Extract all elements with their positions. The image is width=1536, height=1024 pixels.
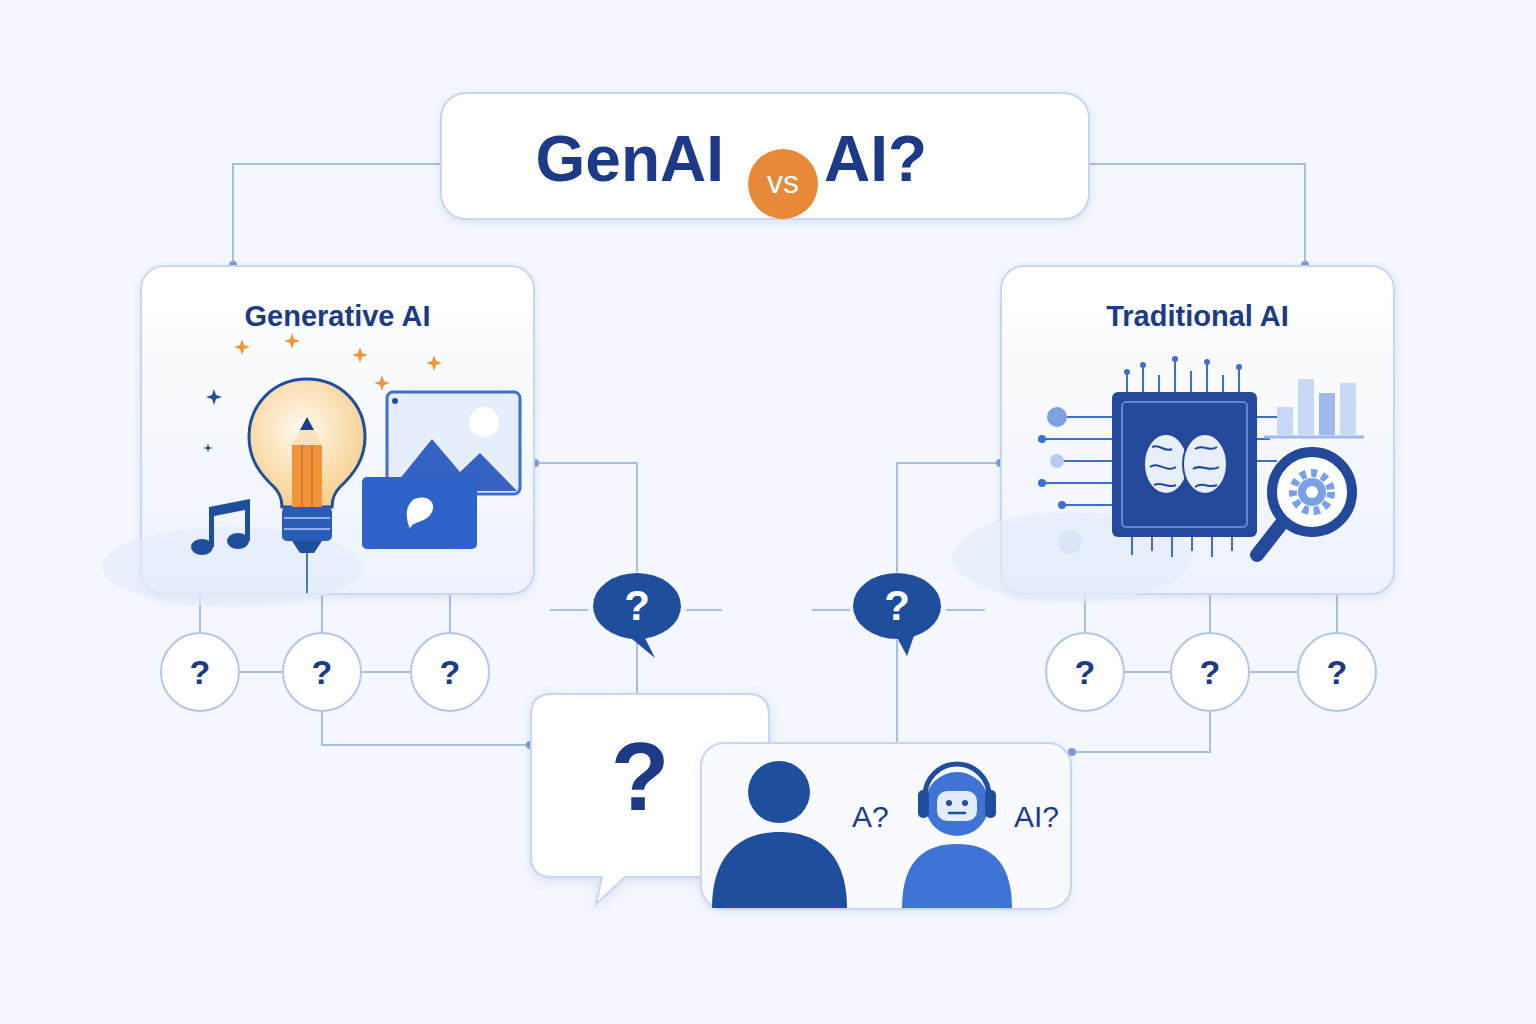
question-circle: ? [410,632,490,712]
connector-line [362,671,410,673]
connector-line [1090,164,1305,265]
question-circle: ? [1297,632,1377,712]
node-text: ? [190,653,211,692]
connector-line [636,640,638,693]
stub-line [550,609,588,611]
stub-line [946,609,985,611]
node-text: ? [884,582,910,630]
node-text: ? [312,653,333,692]
node-text: ? [611,722,670,832]
connector-line [1209,595,1211,632]
question-circle: ? [282,632,362,712]
title-text: GenAI [536,123,724,197]
stub-line [686,609,722,611]
node-text: Generative AI [245,300,431,333]
connector-line [1072,712,1210,752]
stub-line [812,609,850,611]
connector-line [1336,595,1338,632]
people-card: A? AI? [700,742,1072,910]
node-text: Traditional AI [1106,300,1289,333]
question-circle: ? [1170,632,1250,712]
category-panel: Traditional AI [1000,265,1395,595]
connector-line [240,671,282,673]
node-text: ? [440,653,461,692]
connector-line [896,640,898,742]
node-text: ? [1075,653,1096,692]
question-circle: ? [1045,632,1125,712]
connector-line [1125,671,1170,673]
speaker-label: AI? [1014,800,1059,835]
connector-line [321,595,323,632]
vs-circle: vs [748,149,818,219]
node-text: ? [1327,653,1348,692]
node-text: ? [1200,653,1221,692]
connector-line [233,164,440,265]
connector-line [1250,671,1297,673]
question-circle: ? [160,632,240,712]
speaker-label: A? [852,800,889,835]
title-text: AI? [824,123,927,197]
speech-bubble: ? [592,572,682,640]
category-panel: Generative AI [140,265,535,595]
title-box: GenAI AI? vs [440,92,1090,220]
connector-line [449,595,451,632]
node-text: vs [767,164,799,201]
node-text: ? [624,582,650,630]
speech-bubble: ? [852,572,942,640]
connector-line [322,712,530,745]
connector-line [535,463,637,572]
